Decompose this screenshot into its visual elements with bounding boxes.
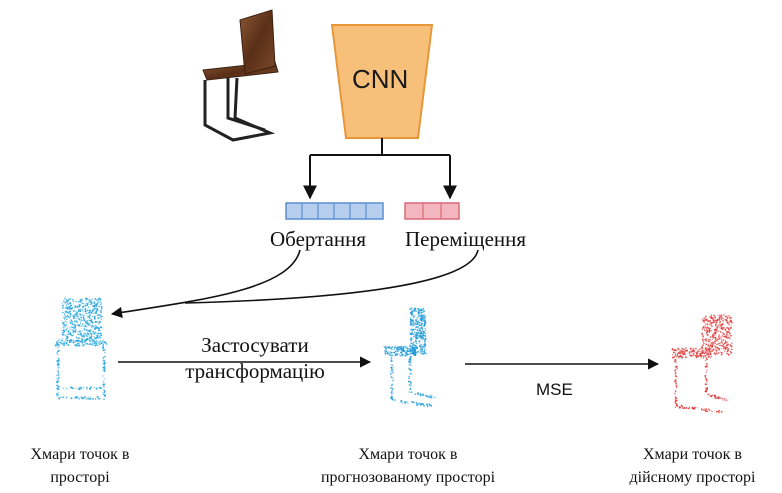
transform-label: Застосувати трансформацію <box>170 332 340 384</box>
source-cloud-caption: Хмари точок в просторі <box>0 443 160 489</box>
translation-vector <box>404 202 460 220</box>
transform-label-line1: Застосувати <box>201 333 309 357</box>
actual-cloud-caption: Хмари точок в дійсному просторі <box>605 443 780 489</box>
rotation-label: Обертання <box>270 227 367 251</box>
source-caption-line2: просторі <box>50 469 110 486</box>
translation-label: Переміщення <box>405 227 527 251</box>
parameter-curves <box>110 249 479 318</box>
source-caption-line1: Хмари точок в <box>30 446 130 463</box>
chair-image-icon <box>202 9 279 142</box>
actual-caption-line2: дійсному просторі <box>629 469 756 486</box>
point-cloud-chair-actual <box>671 314 733 414</box>
point-cloud-chair-source <box>54 297 108 400</box>
point-cloud-chair-predicted <box>383 307 436 408</box>
predicted-caption-line1: Хмари точок в <box>358 446 458 463</box>
predicted-caption-line2: прогнозованому просторі <box>320 469 496 486</box>
cnn-block <box>330 24 434 139</box>
rotation-vector <box>285 202 384 220</box>
actual-caption-line1: Хмари точок в <box>643 446 742 463</box>
mse-label: MSE <box>536 380 573 399</box>
predicted-cloud-caption: Хмари точок в прогнозованому просторі <box>288 443 528 489</box>
cnn-output-arrows <box>303 138 457 200</box>
cnn-label: CNN <box>352 64 409 94</box>
transform-label-line2: трансформацію <box>185 359 325 383</box>
